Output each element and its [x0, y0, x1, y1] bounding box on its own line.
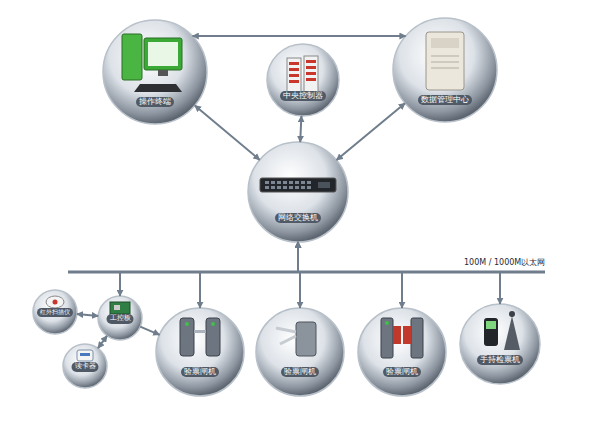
node-circle: 验票闸机	[156, 308, 244, 396]
node-label: 手持检票机	[477, 355, 523, 365]
node-label: 验票闸机	[383, 367, 421, 377]
node-circle: 验票闸机	[256, 308, 344, 396]
node-circle: 读卡器	[63, 344, 107, 388]
node-circle: 网络交换机	[248, 142, 348, 242]
connector-arrow	[337, 103, 406, 160]
node-circle: 手持检票机	[460, 304, 540, 384]
wing-gate-icon	[381, 318, 423, 358]
connector-arrow	[193, 35, 406, 37]
node-label: 工控板	[107, 314, 134, 323]
board-icon	[110, 302, 130, 314]
node-circle: 红外扫描仪	[33, 290, 77, 334]
server-rack-icon	[287, 56, 318, 94]
connector-arrow	[120, 242, 298, 296]
node-label: 网络交换机	[275, 213, 321, 223]
card-reader-icon	[77, 350, 93, 361]
gate-icon	[180, 318, 220, 356]
scanner-icon	[46, 296, 64, 308]
node-label: 数据管理中心	[418, 95, 472, 105]
computer-icon	[122, 34, 182, 92]
connector-arrow	[298, 242, 402, 308]
node-circle: 工控板	[98, 296, 142, 340]
node-label: 操作终端	[136, 97, 174, 107]
network-label: 100M / 1000M以太网	[462, 258, 547, 268]
connector-arrow	[300, 116, 301, 142]
node-label: 验票闸机	[181, 367, 219, 377]
connector-arrow	[140, 327, 159, 335]
connector-arrow	[298, 242, 500, 304]
tripod-gate-icon	[276, 322, 316, 356]
node-circle: 中央控制器	[267, 44, 339, 116]
connector-arrow	[98, 336, 107, 348]
node-label: 验票闸机	[281, 367, 319, 377]
node-label: 红外扫描仪	[37, 308, 73, 316]
node-circle: 验票闸机	[358, 308, 446, 396]
connector-arrow	[77, 314, 98, 316]
node-circle: 操作终端	[103, 20, 207, 124]
node-circle: 数据管理中心	[393, 18, 497, 122]
switch-icon	[260, 178, 336, 192]
node-label: 中央控制器	[280, 91, 326, 101]
node-label: 读卡器	[72, 362, 99, 371]
handheld-icon	[484, 311, 520, 350]
connector-arrow	[200, 242, 298, 308]
connector-arrow	[195, 105, 260, 159]
node-balls	[33, 18, 540, 396]
tower-server-icon	[426, 32, 464, 90]
